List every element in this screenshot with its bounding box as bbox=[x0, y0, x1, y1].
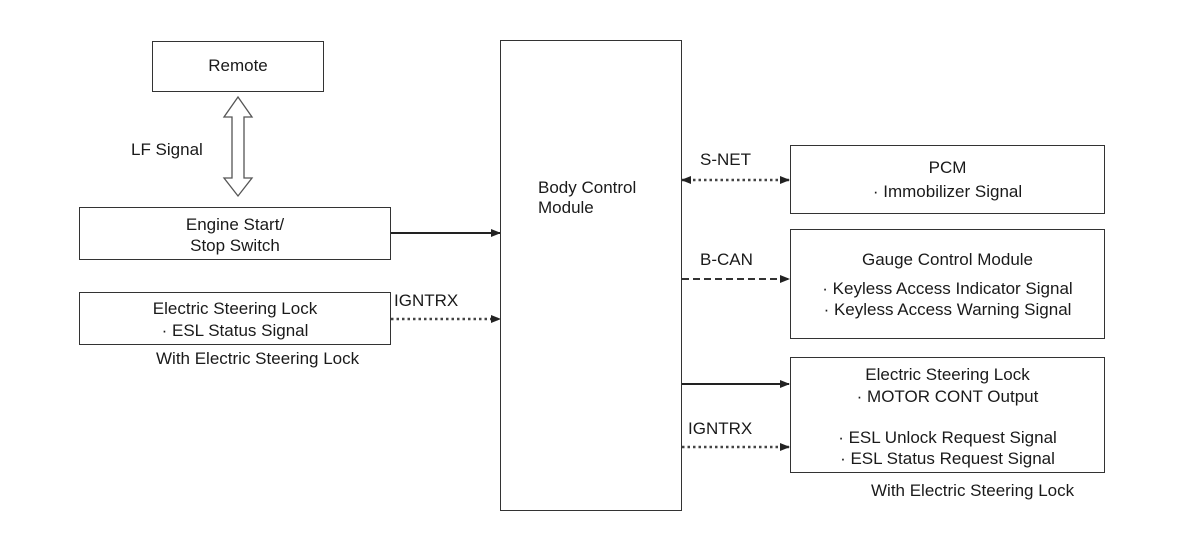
remote-label: Remote bbox=[208, 56, 268, 75]
bcan-label: B-CAN bbox=[700, 250, 753, 269]
engine-switch-line2: Stop Switch bbox=[190, 236, 280, 255]
esl-output-item2: · ESL Unlock Request Signal bbox=[838, 428, 1057, 447]
esl-output-box: Electric Steering Lock · MOTOR CONT Outp… bbox=[790, 357, 1105, 473]
pcm-item1: · Immobilizer Signal bbox=[872, 182, 1023, 201]
bcm-line2: Module bbox=[538, 198, 594, 217]
snet-label: S-NET bbox=[700, 150, 751, 169]
bcm-box: Body Control Module bbox=[500, 40, 682, 511]
gauge-box: Gauge Control Module · Keyless Access In… bbox=[790, 229, 1105, 339]
lf-signal-double-arrow bbox=[222, 95, 254, 198]
esl-input-line2: · ESL Status Signal bbox=[161, 321, 309, 340]
esl-input-line1: Electric Steering Lock bbox=[152, 299, 318, 318]
esl-input-note: With Electric Steering Lock bbox=[156, 349, 360, 368]
esl-output-item1: · MOTOR CONT Output bbox=[856, 387, 1039, 406]
esl-output-signal-label: IGNTRX bbox=[688, 419, 753, 438]
esl-output-note: With Electric Steering Lock bbox=[871, 481, 1075, 500]
lf-signal-label: LF Signal bbox=[131, 140, 203, 159]
esl-output-item3: · ESL Status Request Signal bbox=[840, 449, 1055, 468]
pcm-title: PCM bbox=[928, 158, 967, 177]
pcm-box: PCM · Immobilizer Signal bbox=[790, 145, 1105, 214]
esl-output-title: Electric Steering Lock bbox=[865, 365, 1030, 384]
gauge-title: Gauge Control Module bbox=[861, 250, 1034, 269]
gauge-item1: · Keyless Access Indicator Signal bbox=[822, 279, 1073, 298]
remote-box: Remote bbox=[152, 41, 324, 92]
engine-switch-box: Engine Start/ Stop Switch bbox=[79, 207, 391, 260]
engine-switch-line1: Engine Start/ bbox=[185, 215, 285, 234]
esl-input-signal-label: IGNTRX bbox=[394, 291, 459, 310]
bcm-line1: Body Control bbox=[538, 178, 637, 197]
esl-input-box: Electric Steering Lock · ESL Status Sign… bbox=[79, 292, 391, 345]
gauge-item2: · Keyless Access Warning Signal bbox=[823, 300, 1072, 319]
